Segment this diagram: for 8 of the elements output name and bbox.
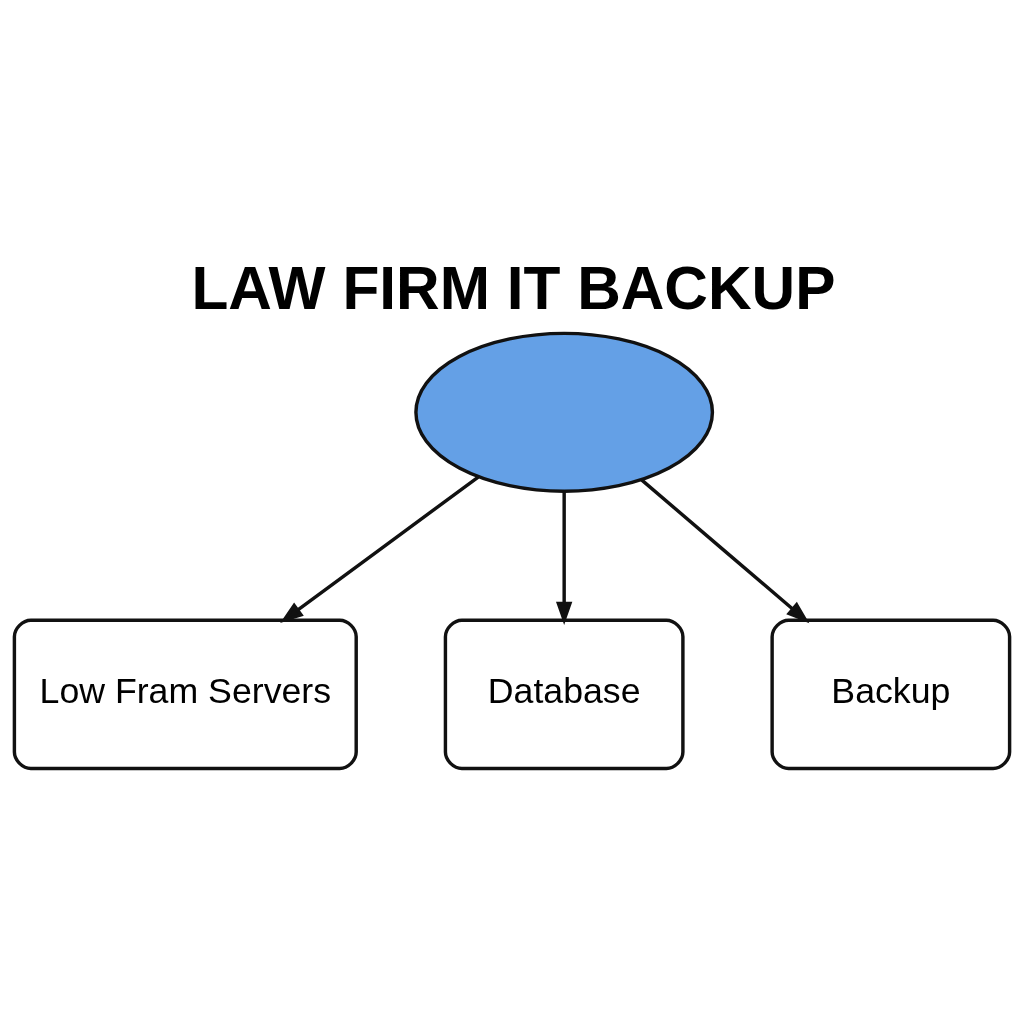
arrow (280, 475, 480, 623)
arrow (640, 478, 810, 623)
node-box: Low Fram Servers (12, 618, 358, 770)
diagram-title: LAW FIRM IT BACKUP (191, 253, 836, 322)
node-cloud (414, 331, 715, 493)
node-box: Backup (770, 618, 1012, 770)
arrow (556, 491, 573, 625)
node-box: Database (443, 618, 685, 770)
